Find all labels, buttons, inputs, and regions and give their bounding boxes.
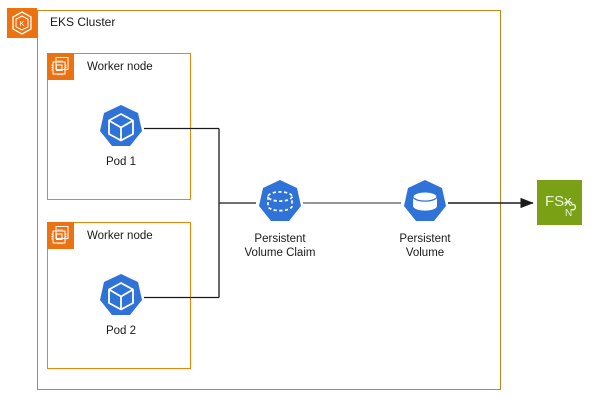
worker-node-2-label: Worker node: [87, 230, 153, 242]
aws-fsx-netapp-ontap-icon: FSx N: [537, 180, 582, 225]
pod-1-caption: Pod 1: [105, 156, 137, 168]
worker-node-1-label: Worker node: [87, 61, 153, 73]
kubernetes-pv-cylinder-icon: [400, 178, 450, 228]
svg-text:N: N: [565, 208, 572, 219]
worker-node-2-boundary: [47, 222, 191, 369]
kubernetes-pvc-dashed-cylinder-icon: [255, 178, 305, 228]
pvc-caption-line-1: Persistent: [254, 233, 306, 245]
eks-cluster-label: EKS Cluster: [50, 15, 116, 29]
eks-kubernetes-icon: K: [7, 8, 37, 38]
pv-caption-line-2: Volume: [405, 247, 445, 259]
kubernetes-pod-cube-icon: [96, 103, 146, 153]
kubernetes-pod-cube-icon: [96, 272, 146, 322]
pvc-caption: Persistent Volume Claim: [220, 232, 340, 260]
eks-cluster-boundary: [37, 10, 501, 390]
pod-2-caption: Pod 2: [105, 325, 137, 337]
cpu-chip-icon: [47, 53, 74, 80]
svg-text:K: K: [19, 19, 24, 28]
worker-node-1-boundary: [47, 53, 191, 200]
svg-text:FSx: FSx: [545, 193, 572, 210]
pvc-caption-line-2: Volume Claim: [244, 247, 316, 259]
pv-caption: Persistent Volume: [365, 232, 485, 260]
pv-caption-line-1: Persistent: [399, 233, 451, 245]
cpu-chip-icon: [47, 222, 74, 249]
